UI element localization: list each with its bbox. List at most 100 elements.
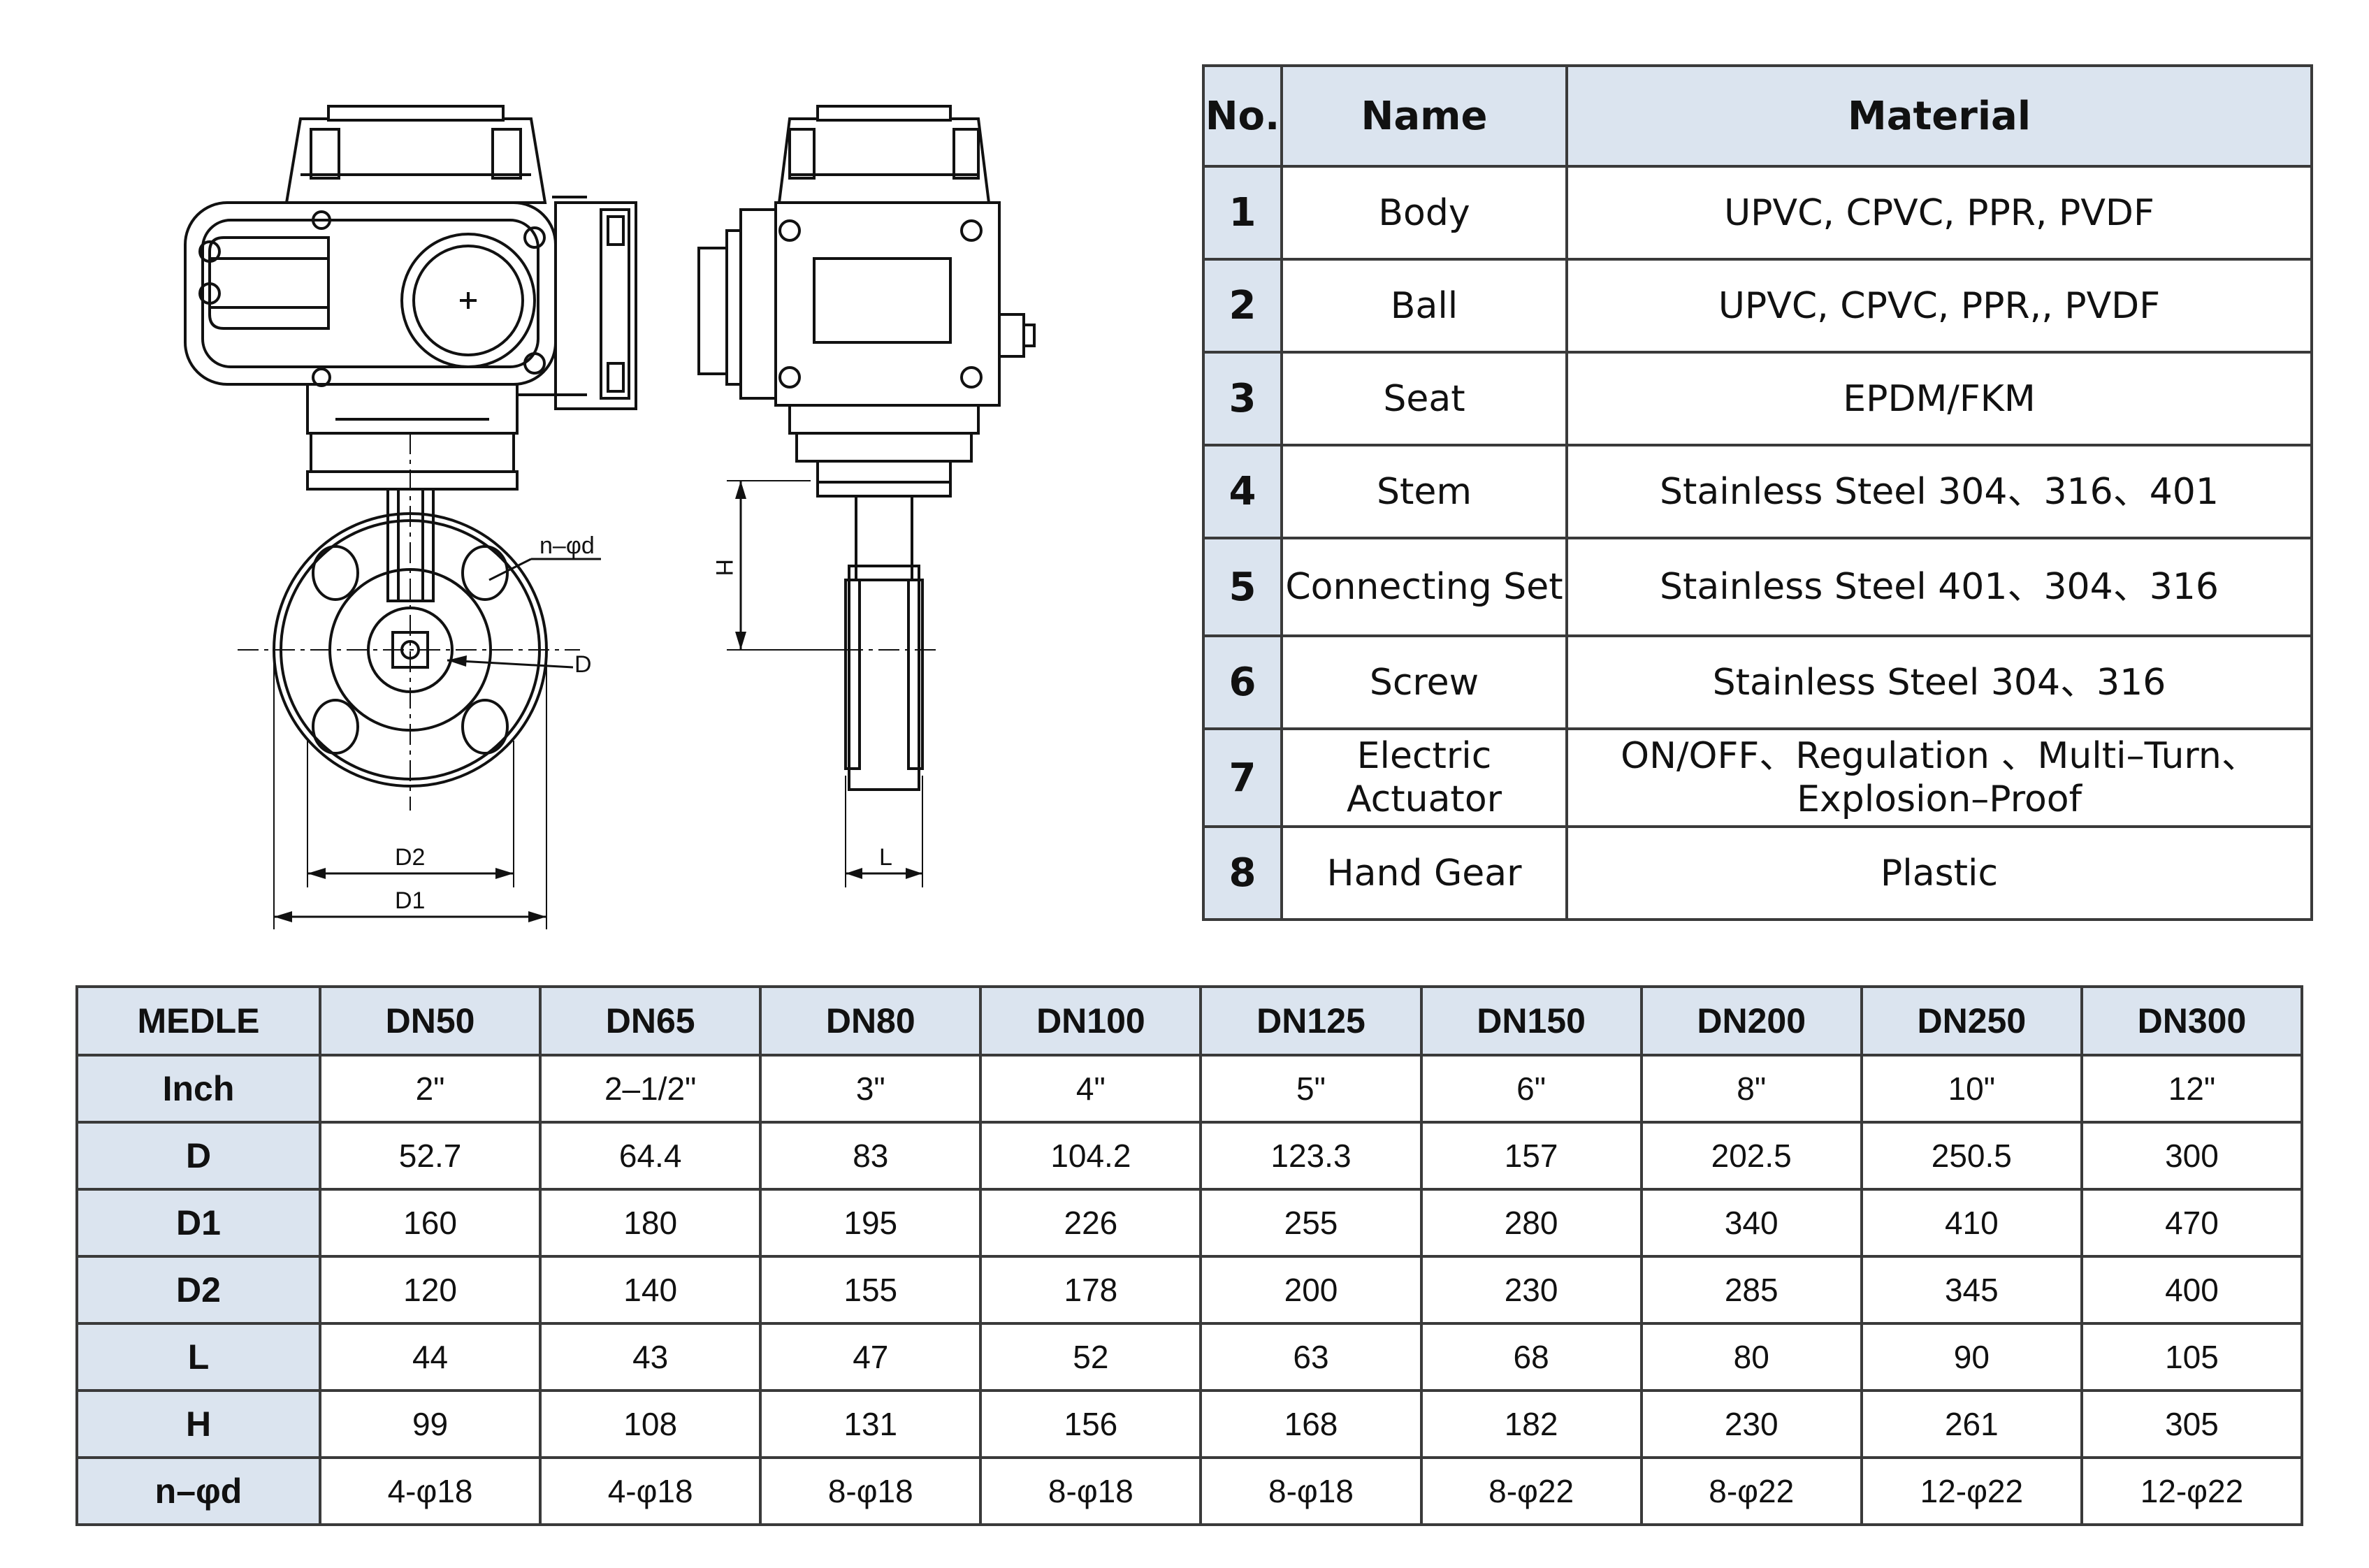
dims-row-label: L — [75, 1322, 321, 1392]
part-name: Screw — [1280, 634, 1568, 730]
dims-cell: 80 — [1639, 1322, 1863, 1392]
dims-cell: 8-φ18 — [979, 1456, 1203, 1526]
dims-cell: 99 — [318, 1389, 542, 1459]
dims-row-label: D — [75, 1121, 321, 1191]
dims-row-label: Inch — [75, 1054, 321, 1124]
part-no: 7 — [1202, 727, 1283, 828]
dims-cell: 52.7 — [318, 1121, 542, 1191]
parts-row: 1 Body UPVC, CPVC, PPR, PVDF — [1202, 165, 2313, 261]
part-material: UPVC, CPVC, PPR,, PVDF — [1565, 258, 2313, 354]
part-material: UPVC, CPVC, PPR, PVDF — [1565, 165, 2313, 261]
part-no: 2 — [1202, 258, 1283, 354]
dims-cell: 3" — [759, 1054, 983, 1124]
size-header: DN200 — [1639, 985, 1863, 1057]
dims-cell: 160 — [318, 1188, 542, 1258]
dims-cell: 104.2 — [979, 1121, 1203, 1191]
part-material: Stainless Steel 304、316、401 — [1565, 444, 2313, 539]
dims-cell: 285 — [1639, 1255, 1863, 1325]
dims-cell: 305 — [2080, 1389, 2304, 1459]
dims-cell: 155 — [759, 1255, 983, 1325]
dims-cell: 400 — [2080, 1255, 2304, 1325]
front-view — [184, 105, 637, 929]
dims-cell: 8-φ18 — [759, 1456, 983, 1526]
dims-cell: 4-φ18 — [318, 1456, 542, 1526]
parts-row: 8 Hand Gear Plastic — [1202, 825, 2313, 921]
dims-cell: 226 — [979, 1188, 1203, 1258]
dims-cell: 410 — [1860, 1188, 2083, 1258]
dims-cell: 195 — [759, 1188, 983, 1258]
dims-cell: 8-φ18 — [1199, 1456, 1423, 1526]
dims-cell: 52 — [979, 1322, 1203, 1392]
parts-row: 4 Stem Stainless Steel 304、316、401 — [1202, 444, 2313, 539]
dims-cell: 43 — [539, 1322, 762, 1392]
label-H: H — [711, 559, 737, 576]
dims-row-label: H — [75, 1389, 321, 1459]
part-no: 4 — [1202, 444, 1283, 539]
parts-row: 6 Screw Stainless Steel 304、316 — [1202, 634, 2313, 730]
size-header: DN80 — [759, 985, 983, 1057]
part-no: 5 — [1202, 537, 1283, 637]
dims-cell: 8" — [1639, 1054, 1863, 1124]
dims-cell: 10" — [1860, 1054, 2083, 1124]
part-material: EPDM/FKM — [1565, 351, 2313, 447]
dims-cell: 90 — [1860, 1322, 2083, 1392]
header-name: Name — [1280, 64, 1568, 168]
parts-row: 5 Connecting Set Stainless Steel 401、304… — [1202, 537, 2313, 637]
size-header: DN125 — [1199, 985, 1423, 1057]
dims-cell: 182 — [1419, 1389, 1643, 1459]
label-L: L — [879, 844, 892, 871]
dims-cell: 230 — [1639, 1389, 1863, 1459]
dims-cell: 230 — [1419, 1255, 1643, 1325]
dims-cell: 345 — [1860, 1255, 2083, 1325]
valve-drawing: n–φd D D2 D1 H L — [0, 0, 1132, 950]
side-view — [697, 105, 1036, 887]
part-no: 6 — [1202, 634, 1283, 730]
part-name: Stem — [1280, 444, 1568, 539]
part-name: Ball — [1280, 258, 1568, 354]
dims-cell: 180 — [539, 1188, 762, 1258]
dims-header-row: MEDLE DN50 DN65 DN80 DN100 DN125 DN150 D… — [75, 985, 2304, 1057]
dims-cell: 63 — [1199, 1322, 1423, 1392]
header-material: Material — [1565, 64, 2313, 168]
dims-cell: 255 — [1199, 1188, 1423, 1258]
dims-cell: 4-φ18 — [539, 1456, 762, 1526]
dims-cell: 261 — [1860, 1389, 2083, 1459]
dims-row-label: n–φd — [75, 1456, 321, 1526]
part-material: Stainless Steel 401、304、316 — [1565, 537, 2313, 637]
dims-cell: 12-φ22 — [2080, 1456, 2304, 1526]
part-name: Body — [1280, 165, 1568, 261]
dims-cell: 108 — [539, 1389, 762, 1459]
dims-cell: 2–1/2" — [539, 1054, 762, 1124]
dims-cell: 280 — [1419, 1188, 1643, 1258]
parts-row: 7 Electric Actuator ON/OFF、Regulation 、M… — [1202, 727, 2313, 828]
dims-cell: 131 — [759, 1389, 983, 1459]
part-name: Electric Actuator — [1280, 727, 1568, 828]
dims-cell: 178 — [979, 1255, 1203, 1325]
dims-cell: 47 — [759, 1322, 983, 1392]
dims-cell: 12" — [2080, 1054, 2304, 1124]
size-header: DN150 — [1419, 985, 1643, 1057]
dims-cell: 202.5 — [1639, 1121, 1863, 1191]
dims-cell: 44 — [318, 1322, 542, 1392]
dims-cell: 4" — [979, 1054, 1203, 1124]
size-header: DN100 — [979, 985, 1203, 1057]
dims-cell: 105 — [2080, 1322, 2304, 1392]
label-D1: D1 — [395, 887, 425, 914]
part-no: 8 — [1202, 825, 1283, 921]
dims-cell: 64.4 — [539, 1121, 762, 1191]
dims-cell: 200 — [1199, 1255, 1423, 1325]
dims-cell: 250.5 — [1860, 1121, 2083, 1191]
part-material: Stainless Steel 304、316 — [1565, 634, 2313, 730]
dims-row-label: D2 — [75, 1255, 321, 1325]
dims-corner: MEDLE — [75, 985, 321, 1057]
dims-cell: 168 — [1199, 1389, 1423, 1459]
dims-cell: 120 — [318, 1255, 542, 1325]
parts-row: 2 Ball UPVC, CPVC, PPR,, PVDF — [1202, 258, 2313, 354]
dims-cell: 123.3 — [1199, 1121, 1423, 1191]
dims-cell: 8-φ22 — [1639, 1456, 1863, 1526]
